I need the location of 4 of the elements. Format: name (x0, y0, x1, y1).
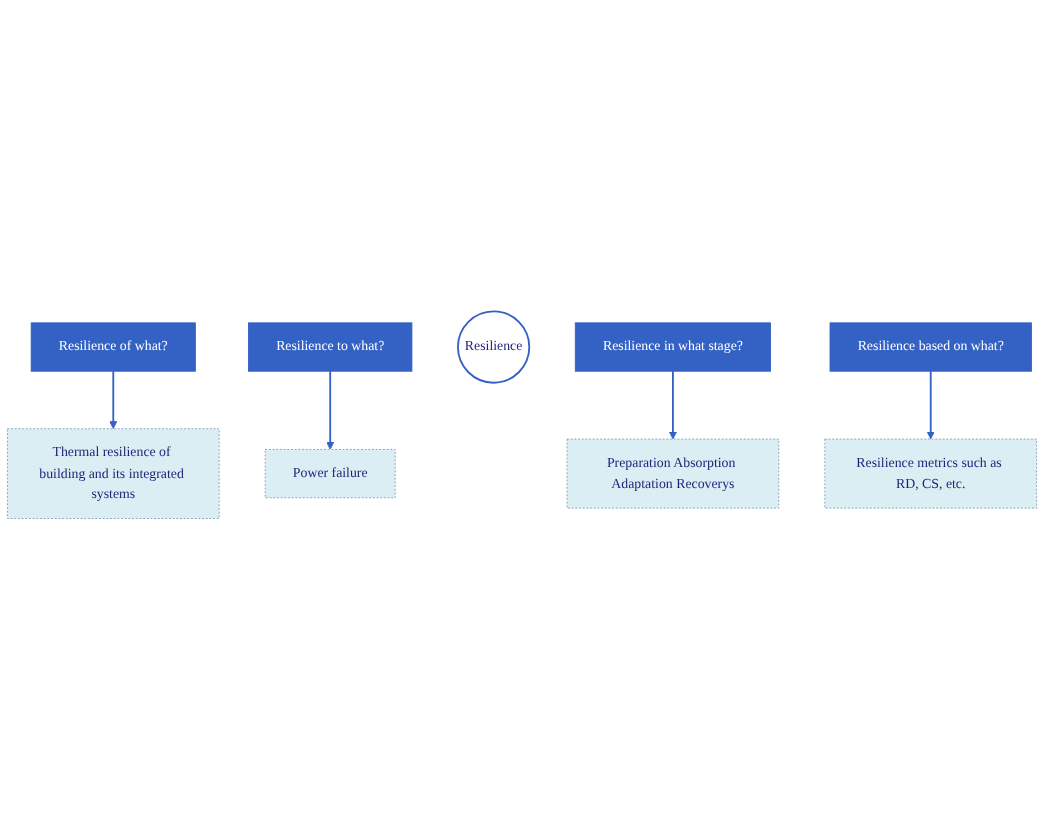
arrow (326, 370, 335, 450)
arrow (926, 370, 935, 440)
arrow (109, 370, 118, 430)
arrow (668, 370, 677, 440)
